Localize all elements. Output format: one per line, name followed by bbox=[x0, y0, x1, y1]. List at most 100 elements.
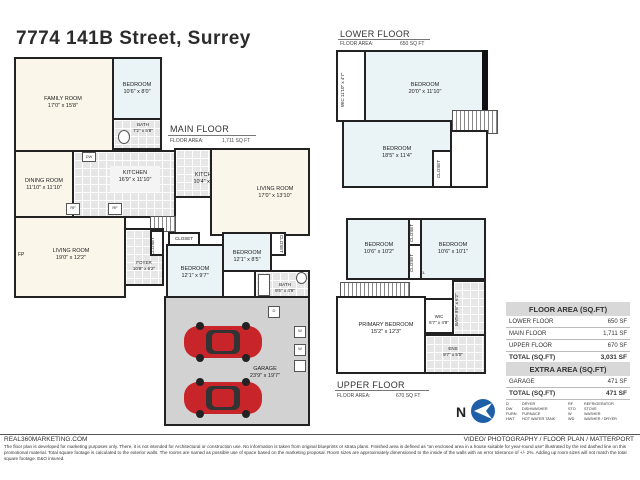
upper-primary-dim: 15'2" x 12'3" bbox=[370, 329, 402, 335]
lower-bedroom-2-name: BEDROOM bbox=[382, 146, 412, 152]
lower-hall bbox=[450, 130, 488, 188]
compass-icon bbox=[471, 399, 495, 423]
lower-wall-dark bbox=[482, 50, 488, 122]
upper-cl-label: CL bbox=[420, 270, 426, 275]
lower-bedroom-2-dim: 18'5" x 11'4" bbox=[382, 153, 412, 159]
disclaimer-text: The floor plan is developed for marketin… bbox=[4, 444, 627, 461]
lower-floor-area-value: 650 SQ FT bbox=[400, 41, 425, 47]
upper-ens-dim: 9'7" x 5'0" bbox=[443, 351, 463, 357]
row-value: 1,711 SF bbox=[582, 327, 630, 340]
bath-main-name: BATH bbox=[279, 282, 291, 287]
living-room-right-dim: 17'0" x 13'10" bbox=[258, 193, 292, 199]
upper-bedroom-2 bbox=[420, 218, 486, 280]
website-link[interactable]: REAL360MARKETING.COM bbox=[4, 436, 88, 443]
services-text: VIDEO/ PHOTOGRAPHY / FLOOR PLAN / MATTER… bbox=[463, 436, 634, 443]
car-icon-1 bbox=[184, 322, 262, 362]
total-value: 471 SF bbox=[587, 387, 630, 400]
garage-name: GARAGE bbox=[253, 366, 277, 372]
bedroom-top-name: BEDROOM bbox=[122, 82, 152, 88]
lower-bedroom-1-name: BEDROOM bbox=[410, 82, 440, 88]
row-value: 650 SF bbox=[582, 316, 630, 328]
washer-icon: W bbox=[294, 326, 306, 338]
compass: N bbox=[456, 398, 496, 426]
washer-icon-2: W bbox=[294, 344, 306, 356]
upper-wic-dim: 6'7" x 4'9" bbox=[429, 319, 449, 325]
main-floor-area-value: 1,711 SQ FT bbox=[222, 138, 251, 144]
bath-main-dim: 9'6" x 4'9" bbox=[275, 287, 295, 293]
living-room-left-name: LIVING ROOM bbox=[52, 248, 90, 254]
dining-room-name: DINING ROOM bbox=[25, 178, 63, 184]
bath-top-name: BATH bbox=[137, 122, 149, 127]
upper-primary-name: PRIMARY BEDROOM bbox=[358, 322, 414, 328]
upper-floor-area-value: 670 SQ FT bbox=[396, 393, 421, 399]
closet-foyer bbox=[150, 230, 164, 256]
foyer-dim: 10'8" x 6'2" bbox=[132, 265, 156, 271]
lower-wic-name: WIC bbox=[340, 98, 345, 108]
upper-bath bbox=[452, 280, 486, 336]
row-label: UPPER FLOOR bbox=[506, 339, 583, 352]
table-total-row: TOTAL (SQ.FT)471 SF bbox=[506, 387, 630, 400]
upper-bedroom-1-name: BEDROOM bbox=[364, 242, 394, 248]
upper-ens-name: ENS bbox=[448, 346, 458, 351]
footer-divider bbox=[0, 434, 640, 435]
refrigerator-icon-kitchen: RF bbox=[108, 203, 122, 215]
floor-area-heading: FLOOR AREA (SQ.FT) bbox=[506, 302, 630, 316]
closet-bedroom-a-label: CLOSET bbox=[174, 236, 193, 241]
row-label: MAIN FLOOR bbox=[506, 327, 583, 340]
dishwasher-icon: DW bbox=[82, 152, 96, 162]
kitchen-main-dim: 16'9" x 11'10" bbox=[118, 177, 152, 183]
upper-floor-heading: UPPER FLOOR bbox=[337, 380, 405, 390]
bedroom-b-name: BEDROOM bbox=[232, 250, 262, 256]
compass-north-label: N bbox=[456, 404, 467, 420]
refrigerator-icon-dining: RF bbox=[66, 203, 80, 215]
row-value: 670 SF bbox=[582, 339, 630, 352]
page-title: 7774 141B Street, Surrey bbox=[16, 28, 251, 49]
living-room-left bbox=[14, 216, 126, 298]
main-floor-heading: MAIN FLOOR bbox=[170, 124, 230, 134]
stove-icon bbox=[294, 360, 306, 372]
upper-bedroom-2-dim: 10'6" x 10'1" bbox=[437, 249, 469, 255]
upper-ens bbox=[424, 334, 486, 374]
dryer-icon: D bbox=[268, 306, 280, 318]
upper-wic-name: WIC bbox=[434, 314, 444, 319]
lower-floor-heading: LOWER FLOOR bbox=[340, 29, 410, 39]
toilet-icon bbox=[118, 130, 130, 144]
closet-bedroom-b-label: CLOSET bbox=[279, 234, 284, 253]
row-label: GARAGE bbox=[506, 376, 588, 388]
lower-bedroom-1-dim: 20'0" x 11'10" bbox=[408, 89, 442, 95]
bedroom-top-dim: 10'6" x 8'0" bbox=[123, 89, 151, 95]
bath-top-dim: 7'2" x 5'8" bbox=[133, 127, 153, 133]
lower-closet-label: CLOSET bbox=[436, 160, 441, 179]
living-room-right bbox=[210, 148, 310, 236]
garage-dim: 23'9" x 19'7" bbox=[249, 373, 281, 379]
kitchen-small-name: KITCHEN bbox=[194, 172, 220, 178]
upper-wic bbox=[424, 298, 454, 334]
bathtub-icon bbox=[258, 274, 270, 296]
main-floor-area-label: FLOOR AREA: bbox=[170, 138, 204, 144]
lower-floor-heading-line bbox=[338, 39, 430, 40]
car-icon-2 bbox=[184, 378, 262, 418]
kitchen-island bbox=[110, 166, 160, 192]
main-floor-heading-line bbox=[168, 135, 256, 136]
dining-room-dim: 11'10" x 11'10" bbox=[26, 185, 62, 191]
upper-bedroom-2-name: BEDROOM bbox=[438, 242, 468, 248]
upper-bath-dim: 9'6" x 6'2" bbox=[454, 293, 459, 314]
bedroom-a-name: BEDROOM bbox=[180, 266, 210, 272]
family-room-dim: 17'0" x 15'8" bbox=[47, 103, 79, 109]
toilet-icon-main bbox=[296, 272, 307, 284]
fireplace-label: FP bbox=[18, 252, 25, 258]
upper-floor-heading-line bbox=[335, 390, 429, 391]
bedroom-b-dim: 12'1" x 8'5" bbox=[233, 257, 261, 263]
lower-wic-dim: 11'10" x 4'7" bbox=[340, 72, 345, 98]
closet-foyer-label: CLOSET bbox=[150, 237, 155, 256]
bedroom-a-dim: 12'1" x 9'7" bbox=[181, 273, 209, 279]
